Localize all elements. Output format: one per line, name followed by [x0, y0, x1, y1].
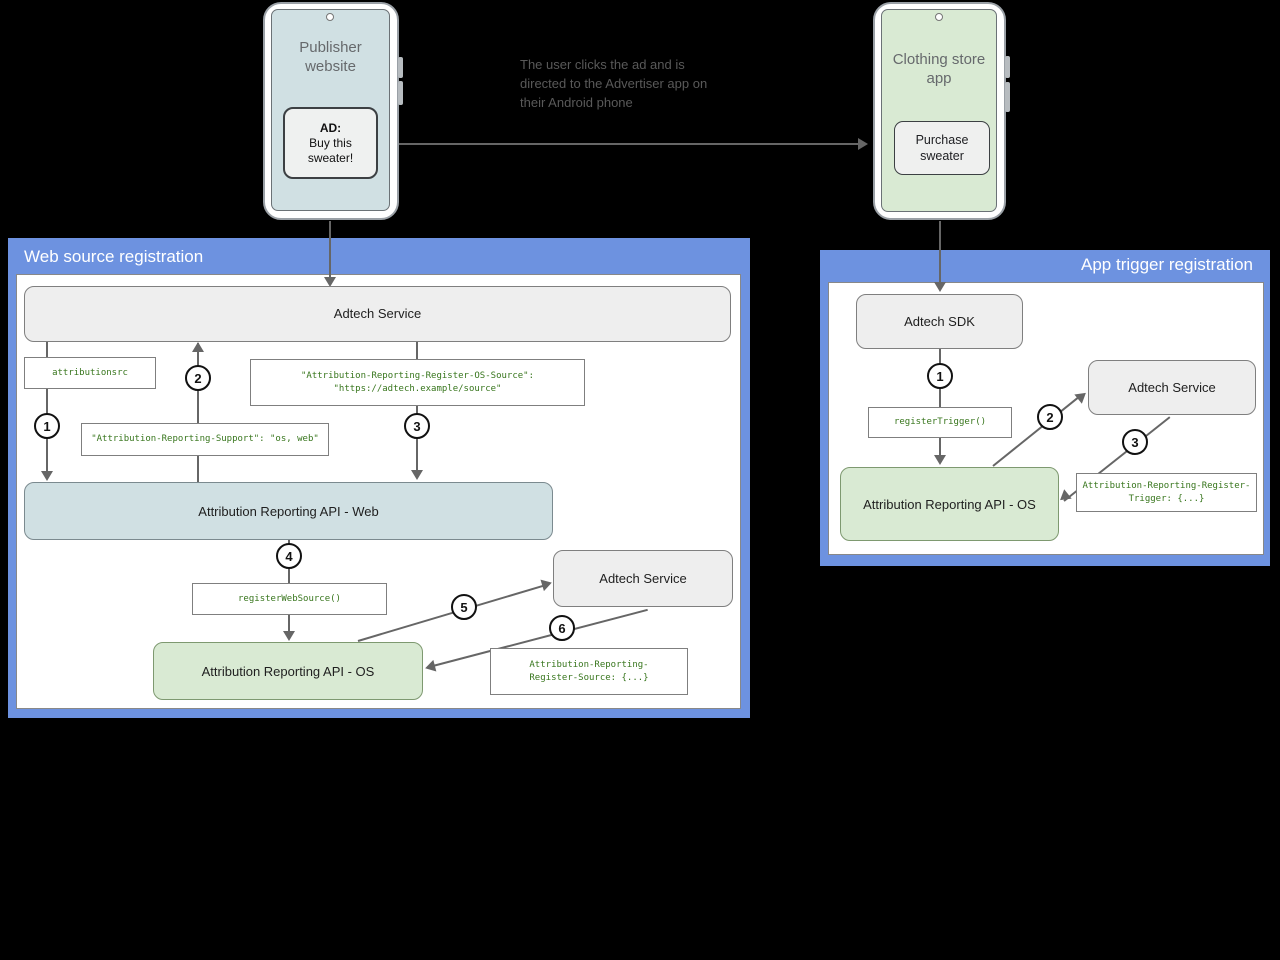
web-panel-title: Web source registration [24, 247, 204, 266]
attribution-api-os-node: Attribution Reporting API - OS [153, 642, 423, 700]
ad-text: Buy this sweater! [307, 135, 354, 165]
register-trigger-header-code: Attribution-Reporting-Register- Trigger:… [1076, 473, 1257, 512]
app-panel-title: App trigger registration [1081, 255, 1253, 274]
advertiser-phone-screen: Clothing store app Purchase sweater [881, 9, 997, 212]
ad-click-arrow [378, 143, 860, 145]
register-source-code: Attribution-Reporting- Register-Source: … [490, 648, 688, 695]
adtech-service-node-2: Adtech Service [553, 550, 733, 607]
publisher-phone: Publisher website AD: Buy this sweater! [263, 2, 403, 220]
arrowhead-icon [411, 470, 423, 480]
arrowhead-icon [192, 342, 204, 352]
adtech-sdk-node: Adtech SDK [856, 294, 1023, 349]
step-6-badge: 6 [549, 615, 575, 641]
register-os-source-code: "Attribution-Reporting-Register-OS-Sourc… [250, 359, 585, 406]
step1-line [46, 342, 48, 474]
app-step-1-badge: 1 [927, 363, 953, 389]
advertiser-app-title: Clothing store app [892, 51, 986, 87]
step-5-badge: 5 [451, 594, 477, 620]
publisher-site-title: Publisher website [299, 39, 362, 75]
purchase-sweater-button[interactable]: Purchase sweater [894, 121, 990, 175]
phone-side-button [1005, 56, 1010, 78]
camera-dot-icon [326, 13, 334, 21]
publisher-phone-screen: Publisher website AD: Buy this sweater! [271, 9, 390, 211]
register-web-source-code: registerWebSource() [192, 583, 387, 615]
arrowhead-icon [934, 455, 946, 465]
app-step-3-badge: 3 [1122, 429, 1148, 455]
step-3-badge: 3 [404, 413, 430, 439]
attribution-api-web-node: Attribution Reporting API - Web [24, 482, 553, 540]
phone-side-button [1005, 82, 1010, 112]
attributionsrc-code: attributionsrc [24, 357, 156, 389]
support-header-code: "Attribution-Reporting-Support": "os, we… [81, 423, 329, 456]
arrowhead-icon [324, 277, 336, 287]
user-flow-annotation: The user clicks the ad and is directed t… [520, 57, 708, 110]
phone-side-button [398, 81, 403, 105]
camera-dot-icon [935, 13, 943, 21]
step3-line [416, 342, 418, 476]
publisher-to-panel-arrow [329, 221, 331, 278]
step-1-badge: 1 [34, 413, 60, 439]
register-trigger-code: registerTrigger() [868, 407, 1012, 438]
ad-heading: AD: [319, 120, 342, 135]
step-2-badge: 2 [185, 365, 211, 391]
register-trigger-arrow [939, 438, 941, 458]
arrowhead-icon [934, 282, 946, 292]
arrowhead-icon [283, 631, 295, 641]
step2-line [197, 343, 199, 482]
step-4-badge: 4 [276, 543, 302, 569]
advertiser-to-panel-arrow [939, 221, 941, 284]
arrowhead-icon [41, 471, 53, 481]
phone-side-button [398, 57, 403, 78]
register-web-source-arrow [288, 615, 290, 634]
ad-banner[interactable]: AD: Buy this sweater! [283, 107, 378, 179]
advertiser-phone: Clothing store app Purchase sweater [873, 2, 1010, 220]
arrowhead-icon [858, 138, 868, 150]
attribution-api-os-node-right: Attribution Reporting API - OS [840, 467, 1059, 541]
app-step-2-badge: 2 [1037, 404, 1063, 430]
adtech-service-node-right: Adtech Service [1088, 360, 1256, 415]
adtech-service-node: Adtech Service [24, 286, 731, 342]
